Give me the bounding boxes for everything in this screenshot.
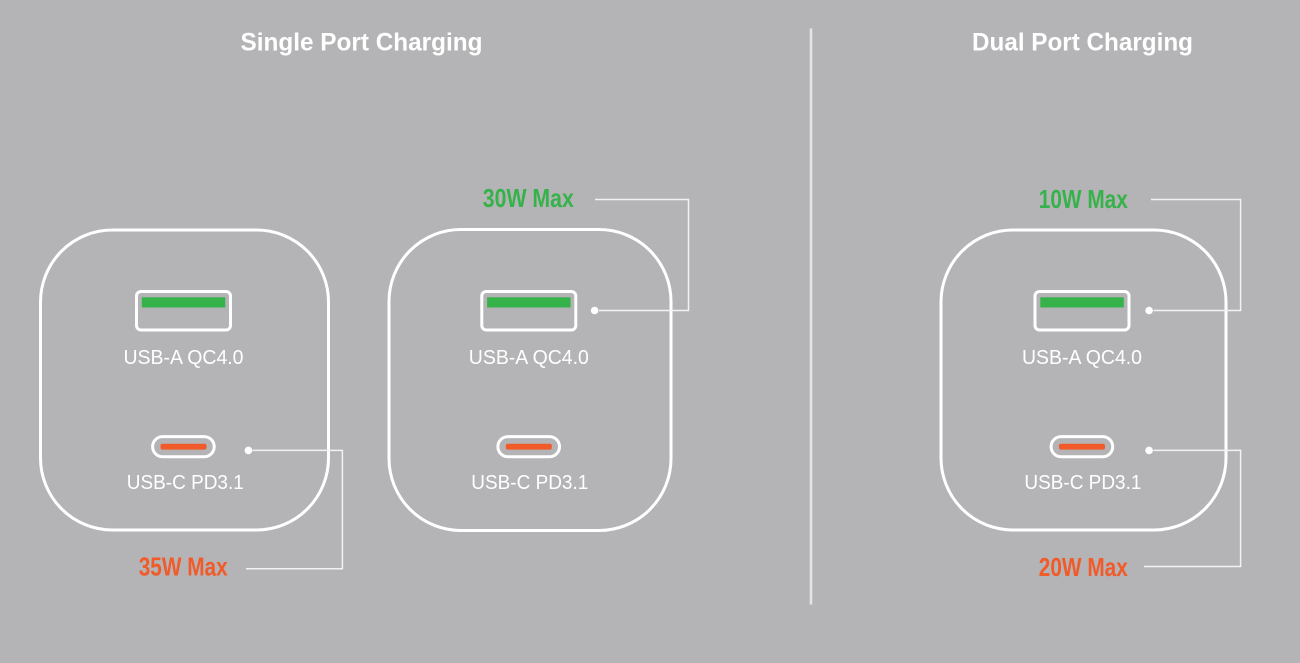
svg-text:USB-A QC4.0: USB-A QC4.0 <box>1022 347 1142 369</box>
svg-text:20W Max: 20W Max <box>1039 552 1128 582</box>
svg-text:10W Max: 10W Max <box>1039 184 1128 214</box>
svg-text:35W Max: 35W Max <box>139 552 228 582</box>
svg-text:USB-C PD3.1: USB-C PD3.1 <box>471 472 588 494</box>
svg-text:USB-A QC4.0: USB-A QC4.0 <box>469 347 589 369</box>
svg-text:Dual Port Charging: Dual Port Charging <box>972 28 1193 56</box>
svg-text:USB-C PD3.1: USB-C PD3.1 <box>1024 472 1141 494</box>
svg-text:Single Port Charging: Single Port Charging <box>241 28 483 56</box>
svg-text:USB-A QC4.0: USB-A QC4.0 <box>124 347 244 369</box>
svg-text:30W Max: 30W Max <box>483 183 574 213</box>
svg-text:USB-C PD3.1: USB-C PD3.1 <box>127 472 244 494</box>
